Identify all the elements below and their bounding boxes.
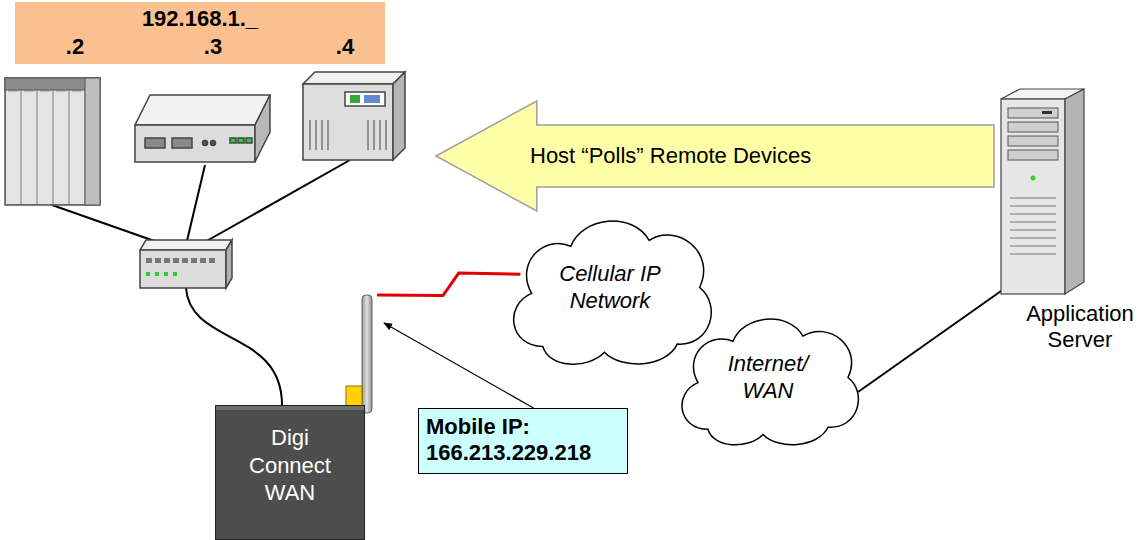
node-text: .4 xyxy=(315,34,375,60)
node-text: Digi Connect WAN xyxy=(240,424,340,507)
network-cloud: Internet/ WAN xyxy=(668,305,868,450)
node-text: .2 xyxy=(45,34,105,60)
connector-line xyxy=(384,323,534,408)
ip-callout: Mobile IP: 166.213.229.218 xyxy=(418,408,628,474)
node-text: Mobile IP: 166.213.229.218 xyxy=(426,414,620,467)
node-label: Application Server xyxy=(1017,301,1143,354)
node-text: Internet/ WAN xyxy=(713,351,823,404)
block-arrow xyxy=(436,101,994,211)
network-hub xyxy=(140,240,232,288)
gateway-box: Digi Connect WAN xyxy=(215,405,365,540)
application-server: Application Server xyxy=(1000,88,1085,295)
node-text: Host “Polls” Remote Devices xyxy=(530,143,811,169)
node-text: Cellular IP Network xyxy=(535,261,685,314)
cloud-shape xyxy=(514,221,712,364)
server-tower xyxy=(1000,88,1085,295)
cloud-shape xyxy=(682,319,858,445)
antenna xyxy=(346,295,372,413)
node-text: 192.168.1._ xyxy=(15,6,385,32)
server-device xyxy=(303,72,405,160)
plc-rack xyxy=(5,78,100,205)
subnet-banner: 192.168.1._.2 .3 .4 xyxy=(15,2,385,64)
poll-arrow: Host “Polls” Remote Devices xyxy=(435,100,995,212)
node-text: .3 xyxy=(183,34,243,60)
modem-device xyxy=(135,95,270,162)
radio-link xyxy=(377,273,520,295)
network-cloud: Cellular IP Network xyxy=(498,205,722,370)
connector-line xyxy=(858,289,1004,392)
